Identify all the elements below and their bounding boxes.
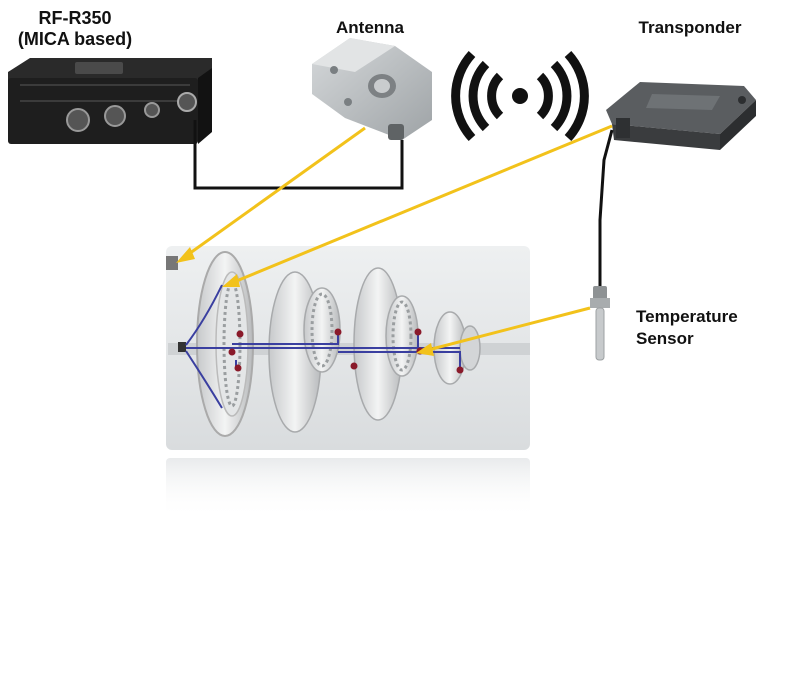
wireless-arc-left-3 <box>451 50 476 142</box>
transponder-sensor-cable <box>598 129 614 290</box>
arrow-antenna-to-gearbox <box>176 126 366 263</box>
arrow-transponder-line <box>233 124 613 284</box>
antenna-logo-mark-inner <box>374 79 390 93</box>
wiring-branch-upper <box>185 284 223 346</box>
wireless-arc-right-1 <box>536 72 553 120</box>
temperature-sensor-label: Temperature Sensor <box>636 306 776 350</box>
reader-connector <box>104 105 126 127</box>
rf-reader-device <box>8 58 212 144</box>
callout-arrows <box>176 124 613 356</box>
reader-connector <box>66 108 90 132</box>
wireless-arc-left-1 <box>487 72 504 120</box>
antenna-device <box>312 38 432 140</box>
sensor-nut <box>590 298 610 308</box>
antenna-connector <box>388 124 404 140</box>
gear-planetary-right <box>353 267 419 421</box>
gear-right-pinion <box>385 295 419 377</box>
transponder-label: Transponder <box>638 18 742 37</box>
reader-connector <box>144 102 160 118</box>
sensor-point <box>334 328 342 336</box>
sensor-point <box>350 362 358 370</box>
reader-side <box>198 68 212 144</box>
transponder-front <box>612 124 720 150</box>
sensor-point <box>456 366 464 374</box>
temperature-sensor-device <box>590 286 610 361</box>
wiring-branch-left-gear <box>232 332 339 345</box>
arrow-antenna-head <box>176 247 195 263</box>
arrow-transponder-head <box>222 274 240 287</box>
reader-rib <box>20 84 190 86</box>
sensor-probe <box>595 307 605 361</box>
reader-logo-plate <box>75 62 123 74</box>
arrow-sensor-head <box>416 343 434 356</box>
gearbox-antenna-marker <box>166 256 178 270</box>
reader-antenna-cable <box>193 120 404 190</box>
reader-label-model: RF-R350 <box>38 8 112 28</box>
wireless-signal-dot <box>512 88 528 104</box>
gear-right-teeth <box>391 300 413 372</box>
antenna-top <box>312 38 395 72</box>
reader-rib <box>20 100 190 102</box>
transponder-side <box>720 100 756 150</box>
wireless-arc-right-2 <box>550 60 572 132</box>
gearbox-panel <box>166 246 530 518</box>
sensor-point <box>234 364 242 372</box>
sensor-point <box>236 330 244 338</box>
gear-planetary-left <box>268 271 341 433</box>
gear-left-pinion <box>303 287 341 373</box>
sensor-point <box>414 328 422 336</box>
arrow-transponder-to-gear <box>222 124 613 287</box>
wireless-arc-left-2 <box>468 60 490 132</box>
arrow-sensor-to-shaft <box>416 306 591 356</box>
arrow-sensor-line <box>427 306 591 352</box>
antenna-label: Antenna <box>336 18 404 37</box>
arrow-antenna-line <box>185 126 366 258</box>
reader-front <box>8 78 198 144</box>
wiring-branch-lower <box>185 350 223 409</box>
sensor-point <box>228 348 236 356</box>
transponder-mount-hole <box>738 96 746 104</box>
transponder-device <box>606 82 756 150</box>
wireless-arc-right-3 <box>564 50 589 142</box>
transponder-label-plate <box>646 94 720 110</box>
sensor-label-line1: Temperature <box>636 307 738 326</box>
antenna-mount-hole <box>330 66 338 74</box>
gearbox-shaft-end <box>178 342 186 352</box>
reader-label-basis: (MICA based) <box>17 29 133 49</box>
reader-connector <box>177 92 197 112</box>
gear-left-teeth <box>310 292 334 368</box>
reader-label: RF-R350 (MICA based) <box>0 8 150 50</box>
sensor-label-line2: Sensor <box>636 329 694 348</box>
antenna-mount-hole <box>344 98 352 106</box>
output-hub-collar <box>459 325 481 371</box>
wireless-signal-icon <box>451 50 589 142</box>
gearbox-panel-reflection <box>166 458 530 518</box>
transponder-cable-gland <box>616 118 630 138</box>
